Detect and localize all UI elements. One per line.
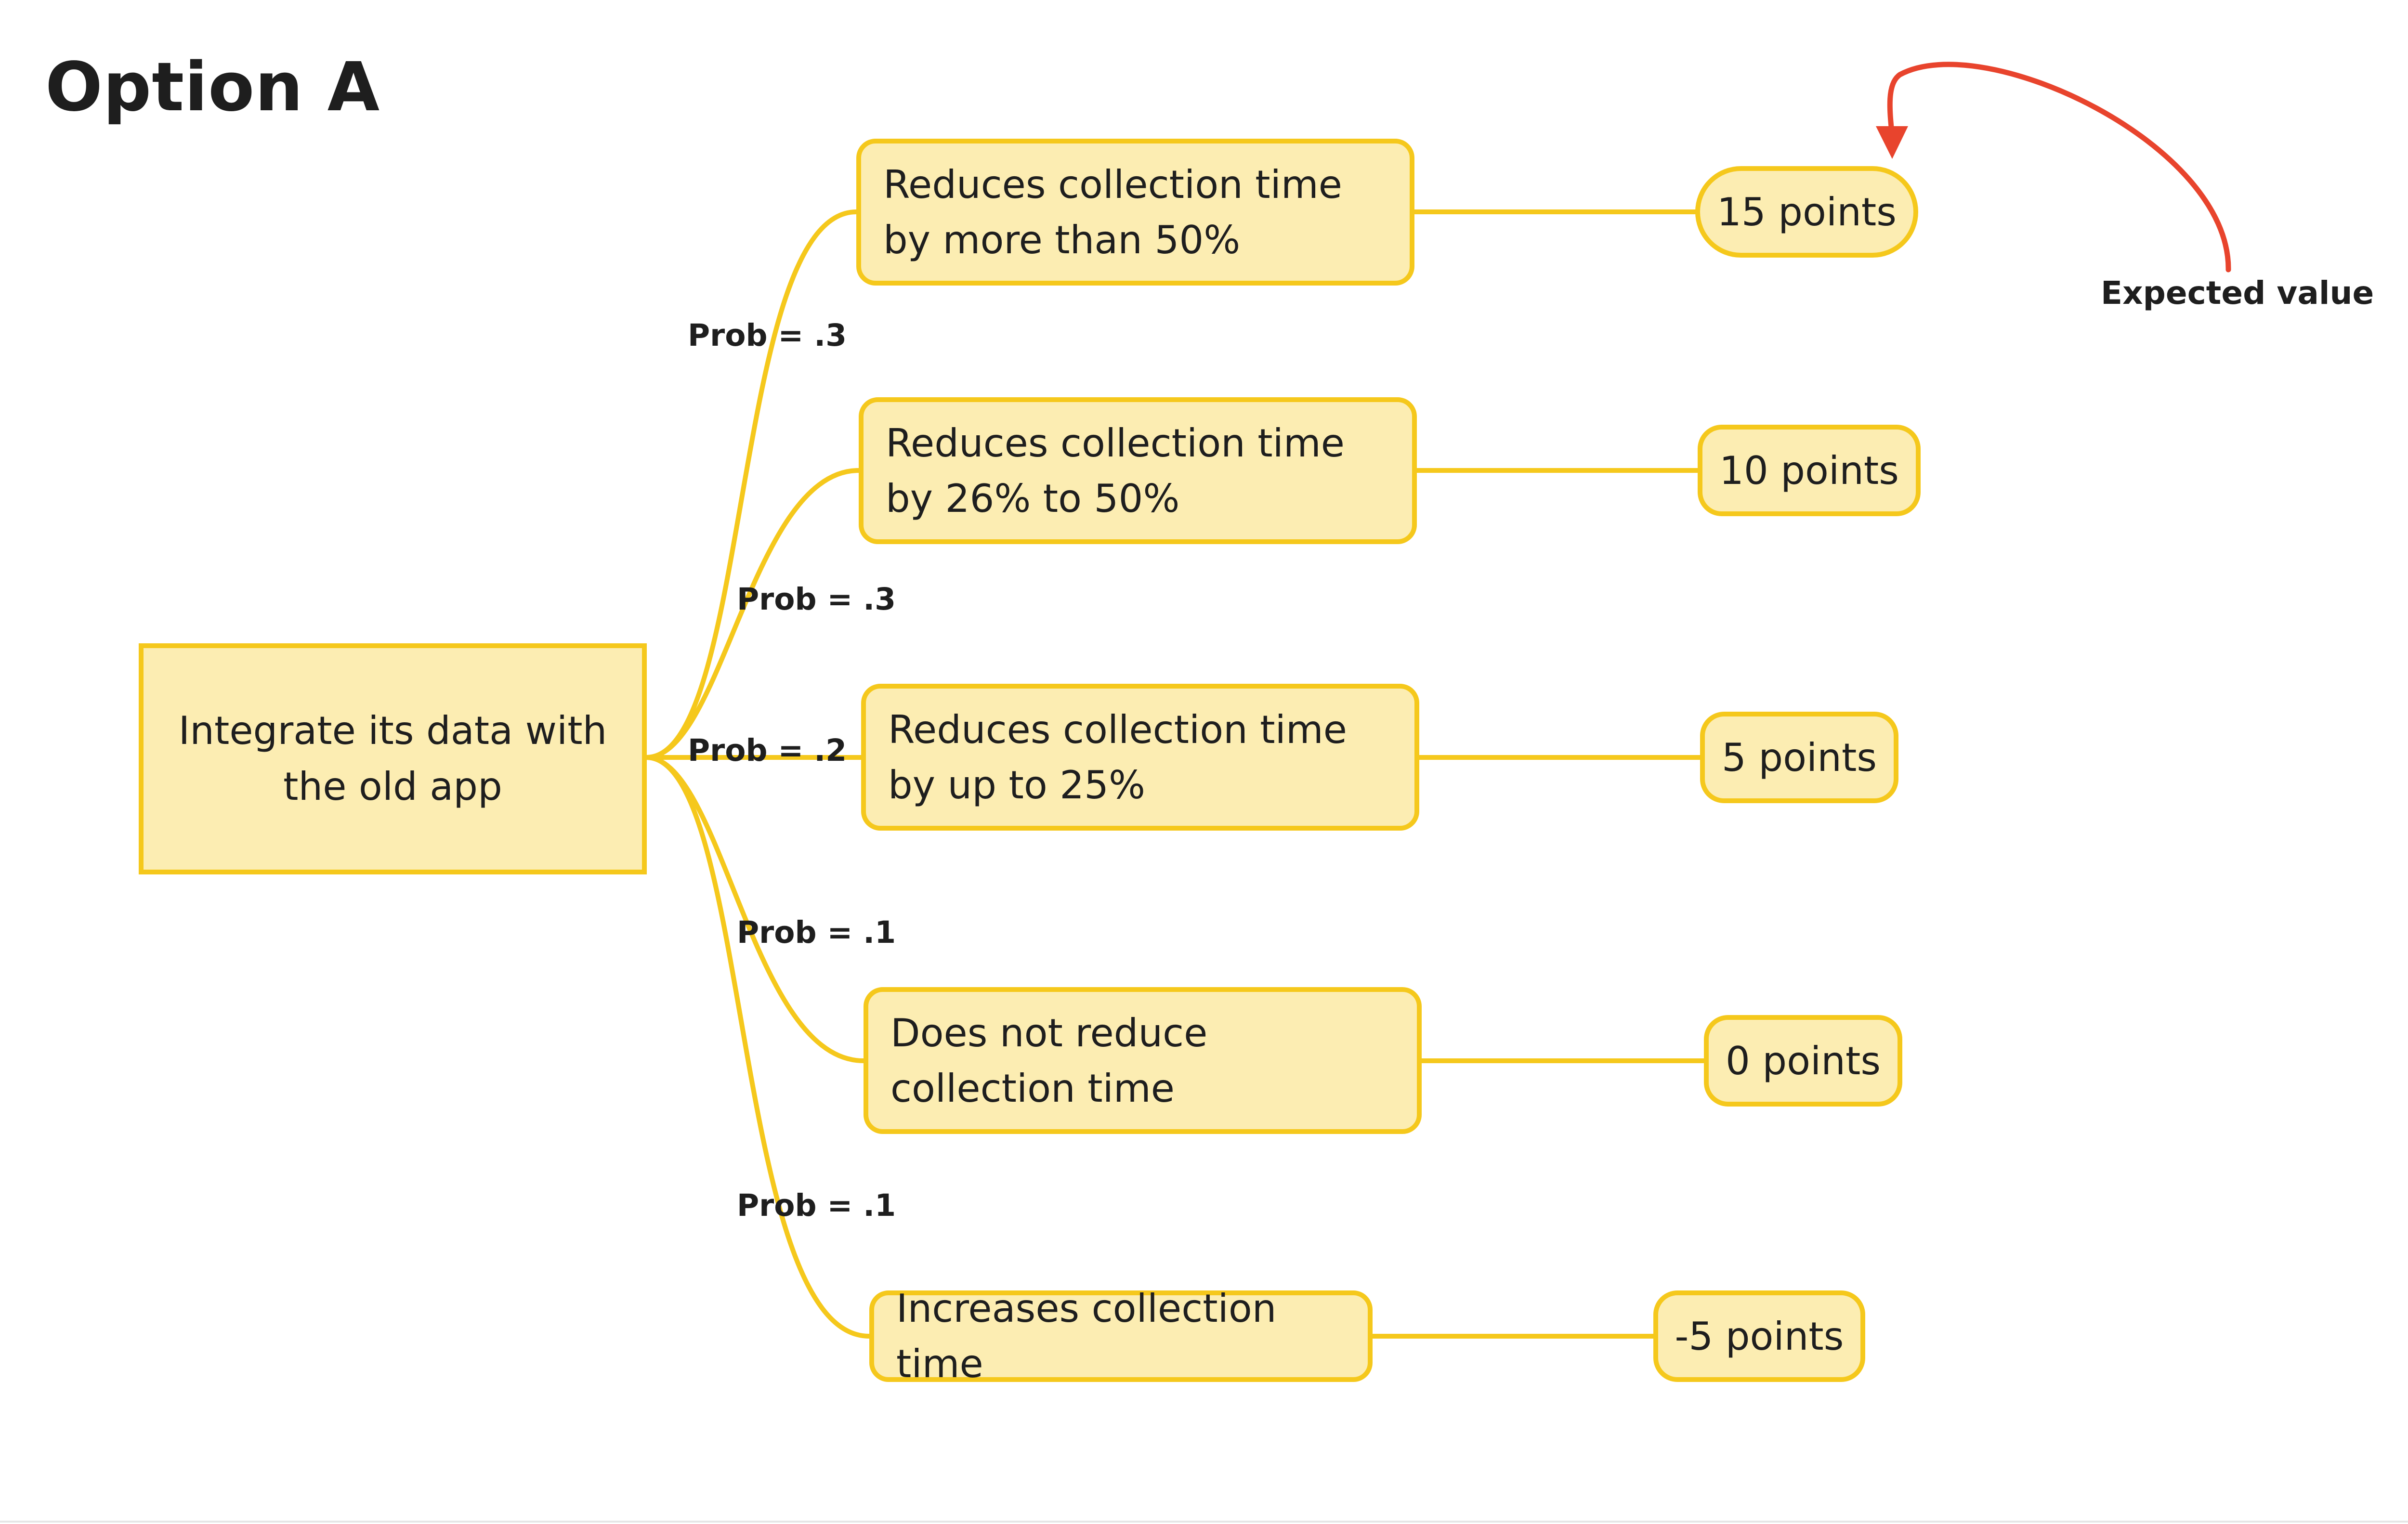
outcome-label: Reduces collection time by 26% to 50%	[886, 420, 1345, 521]
page-title: Option A	[45, 48, 380, 127]
value-label: 10 points	[1719, 448, 1899, 493]
branch-link-4	[644, 755, 866, 1063]
outcome-label: Reduces collection time by more than 50%	[883, 162, 1343, 262]
expected-value-label: Expected value	[2101, 274, 2374, 312]
branch-link-5	[644, 755, 872, 1339]
outcome-label: Reduces collection time by up to 25%	[888, 707, 1348, 808]
outcome-label: Increases collection time	[896, 1286, 1277, 1386]
canvas-bottom-border	[0, 1521, 2408, 1523]
outcome-node: Increases collection time	[869, 1286, 1373, 1386]
value-node: 10 points	[1698, 425, 1921, 516]
value-node: 0 points	[1704, 1015, 1902, 1107]
value-label: 0 points	[1725, 1038, 1881, 1083]
outcome-node: Reduces collection time by more than 50%	[856, 139, 1414, 286]
outcome-node: Reduces collection time by 26% to 50%	[859, 397, 1417, 544]
probability-label: Prob = .3	[688, 318, 847, 353]
root-node-label: Integrate its data with the old app	[178, 708, 607, 809]
outcome-node: Reduces collection time by up to 25%	[861, 684, 1419, 831]
outcome-label: Does not reduce collection time	[890, 1010, 1208, 1111]
probability-label: Prob = .2	[688, 733, 847, 768]
value-label: -5 points	[1675, 1314, 1844, 1359]
value-label: 5 points	[1721, 735, 1877, 780]
expected-value-arrow	[1887, 62, 2231, 273]
outcome-node: Does not reduce collection time	[864, 987, 1422, 1134]
value-node: 15 points	[1695, 166, 1918, 258]
value-label: 15 points	[1717, 189, 1897, 234]
root-decision-node: Integrate its data with the old app	[139, 643, 647, 874]
expected-value-arrowhead	[1876, 126, 1908, 159]
value-node: -5 points	[1653, 1290, 1865, 1382]
probability-label: Prob = .1	[737, 1188, 896, 1223]
branch-link-2	[644, 468, 861, 760]
branch-link-1	[644, 209, 859, 760]
value-node: 5 points	[1700, 712, 1898, 803]
probability-label: Prob = .1	[737, 915, 896, 950]
probability-label: Prob = .3	[737, 582, 896, 617]
